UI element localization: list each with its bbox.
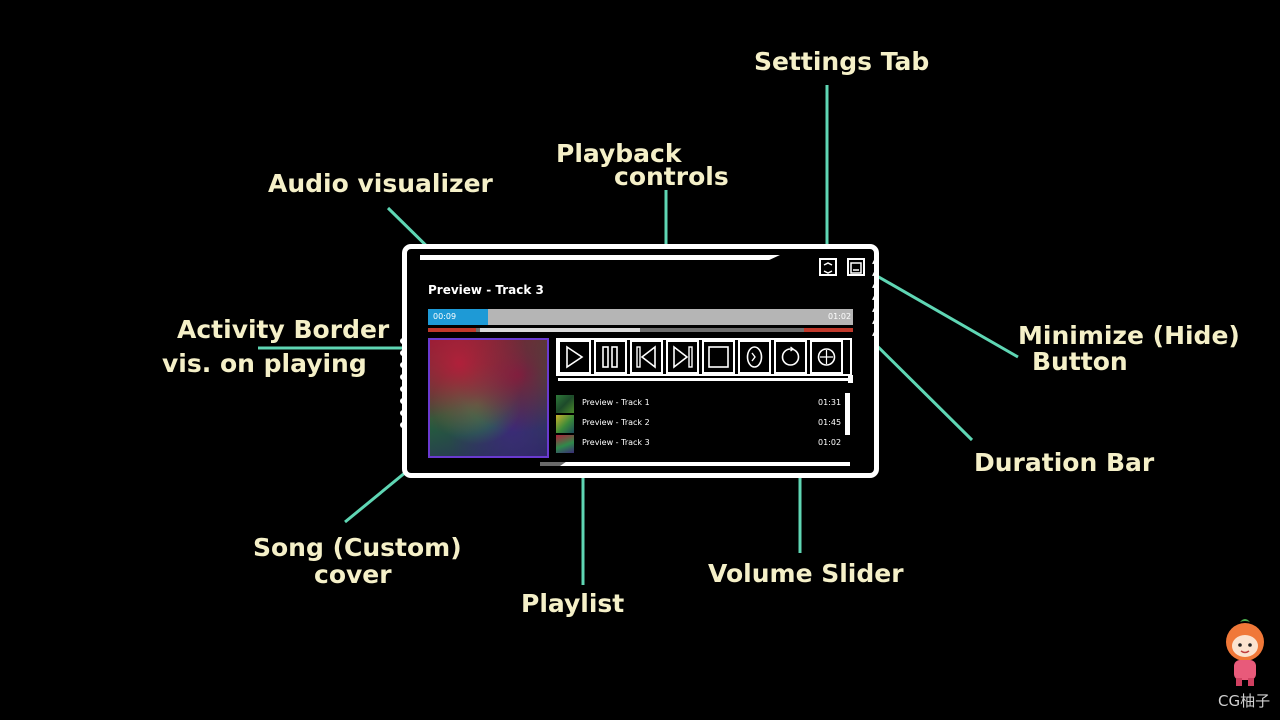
callout-activity-border-line2: vis. on playing — [162, 349, 367, 378]
repeat-button[interactable] — [774, 340, 807, 374]
song-cover-art — [428, 338, 549, 458]
volume-slider[interactable] — [558, 378, 852, 381]
callout-minimize-line2: Button — [1032, 347, 1128, 376]
settings-tab-button[interactable] — [819, 258, 837, 276]
next-icon — [673, 345, 693, 369]
bottom-decoration-bar — [560, 462, 850, 466]
next-button[interactable] — [666, 340, 699, 374]
watermark-logo — [1226, 619, 1264, 686]
watermark-text: CG柚子 — [1218, 692, 1271, 710]
duration-bar-segment — [480, 328, 640, 332]
previous-button[interactable] — [630, 340, 663, 374]
audio-visualizer-bar[interactable] — [428, 309, 853, 325]
callout-settings-tab: Settings Tab — [754, 47, 930, 76]
stop-icon — [708, 346, 729, 368]
current-time: 00:09 — [433, 312, 457, 321]
leader-minimize-button — [869, 270, 1019, 359]
duration-bar[interactable] — [428, 328, 853, 332]
total-time: 01:02 — [828, 312, 852, 321]
callout-playlist: Playlist — [521, 589, 625, 618]
shuffle-button[interactable] — [738, 340, 771, 374]
previous-icon — [636, 345, 656, 369]
playlist-thumbnail — [556, 395, 574, 413]
duration-bar-right-marker — [804, 328, 853, 332]
top-decoration-bar — [420, 255, 780, 260]
play-icon — [566, 345, 584, 369]
pause-icon — [602, 346, 618, 368]
playlist-item[interactable]: Preview - Track 2 01:45 — [556, 415, 841, 433]
volume-slider-handle[interactable] — [848, 375, 853, 383]
playlist-item-name: Preview - Track 1 — [582, 398, 650, 407]
playlist-scrollbar[interactable] — [845, 393, 850, 435]
repeat-icon — [781, 346, 800, 366]
play-button[interactable] — [558, 340, 591, 374]
callout-song-cover-line2: cover — [314, 560, 392, 589]
playlist-item-name: Preview - Track 3 — [582, 438, 650, 447]
playlist-item-name: Preview - Track 2 — [582, 418, 650, 427]
callout-volume-slider: Volume Slider — [708, 559, 904, 588]
duration-bar-left-marker — [428, 328, 476, 332]
playback-controls — [556, 338, 852, 376]
callout-playback-controls-line2: controls — [614, 162, 729, 191]
settings-icon — [823, 262, 833, 274]
playlist-item[interactable]: Preview - Track 3 01:02 — [556, 435, 841, 453]
playlist-thumbnail — [556, 435, 574, 453]
callout-duration-bar: Duration Bar — [974, 448, 1155, 477]
playlist-item-duration: 01:45 — [818, 418, 842, 427]
progress-fill — [428, 309, 488, 325]
minimize-icon — [850, 262, 862, 274]
pause-button[interactable] — [594, 340, 627, 374]
shuffle-icon — [746, 346, 763, 368]
minimize-hide-button[interactable] — [847, 258, 865, 276]
bottom-decoration-accent — [540, 462, 568, 466]
callout-minimize-line1: Minimize (Hide) — [1018, 321, 1240, 350]
playlist-item[interactable]: Preview - Track 1 01:31 — [556, 395, 841, 413]
playlist-item-duration: 01:02 — [818, 438, 842, 447]
loop-icon — [817, 348, 836, 366]
playlist-thumbnail — [556, 415, 574, 433]
playlist-item-duration: 01:31 — [818, 398, 842, 407]
callout-activity-border-line1: Activity Border — [177, 315, 390, 344]
stop-button[interactable] — [702, 340, 735, 374]
callout-playback-controls-line1: Playback — [556, 139, 682, 168]
now-playing-title: Preview - Track 3 — [428, 283, 544, 297]
callout-song-cover-line1: Song (Custom) — [253, 533, 462, 562]
callout-audio-visualizer: Audio visualizer — [268, 169, 493, 198]
loop-button[interactable] — [810, 340, 843, 374]
